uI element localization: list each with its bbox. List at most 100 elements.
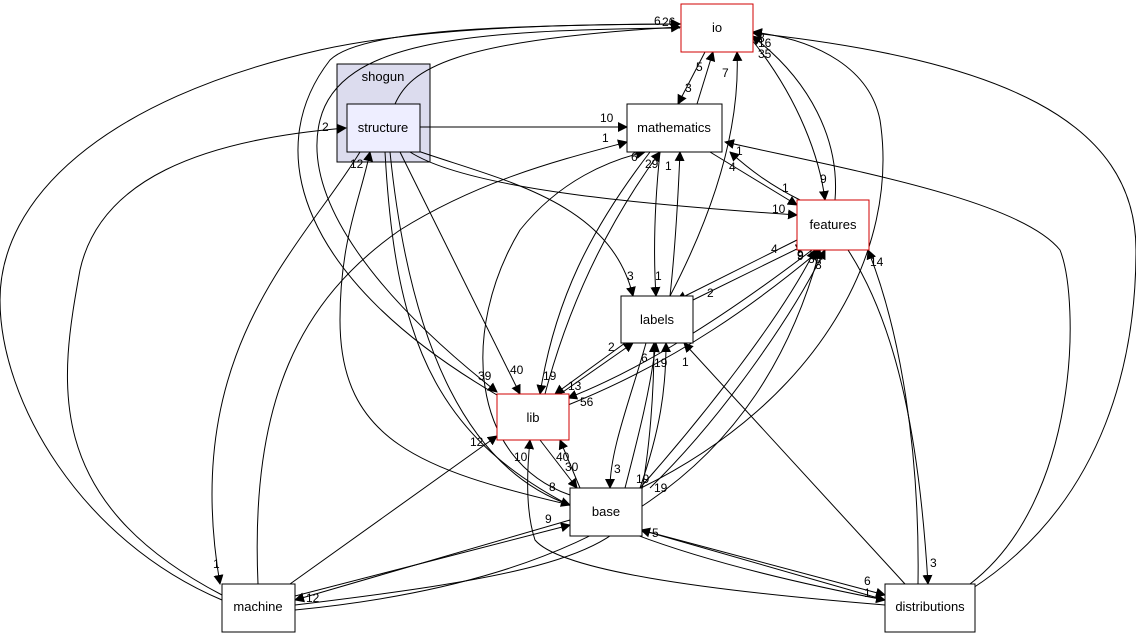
edge-structure-labels — [414, 149, 636, 297]
edge-label-lib-base: 30 — [565, 460, 579, 474]
edge-label-machine-features: 8 — [815, 258, 822, 272]
edge-machine-io — [0, 19, 681, 601]
edge-label-features-mathematics: 4 — [729, 160, 736, 174]
edge-base-io — [640, 28, 884, 489]
edge-label-lib-io: 35 — [758, 47, 772, 61]
edge-label-mathematics-labels: 1 — [655, 269, 662, 283]
node-base-label: base — [592, 504, 620, 519]
node-mathematics[interactable]: mathematics — [626, 103, 723, 153]
edge-label-distributions-labels: 1 — [682, 355, 689, 369]
edge-label-base-distributions: 6 — [864, 574, 871, 588]
edge-label-labels-features: 4 — [771, 242, 778, 256]
edge-label-base-structure: 12 — [350, 157, 364, 171]
edge-mathematics-lib — [536, 151, 651, 395]
edge-label-io-features: 9 — [820, 172, 827, 186]
edge-label-distributions-base: 5 — [652, 526, 659, 540]
node-features-label: features — [810, 217, 857, 232]
node-structure[interactable]: structure — [346, 103, 421, 153]
edge-label-features-lib: 56 — [580, 395, 594, 409]
edge-distributions-io — [752, 29, 1136, 591]
edge-label-distributions-io: 8 — [758, 31, 765, 45]
node-mathematics-label: mathematics — [637, 120, 711, 135]
edge-features-io — [751, 35, 837, 201]
edge-structure-machine — [211, 151, 361, 585]
edge-label-structure-machine: 1 — [213, 557, 220, 571]
edge-io-lib — [316, 27, 681, 393]
edge-label-machine-mathematics: 1 — [602, 131, 609, 145]
edge-base-labels2 — [639, 342, 671, 489]
edge-distributions-lib — [524, 439, 886, 606]
edge-io-mathematics — [677, 51, 706, 105]
edge-label-base-mathematics: 6 — [631, 150, 638, 164]
edge-structure-features — [409, 151, 798, 220]
edge-label-machine-structure: 2 — [322, 120, 329, 134]
edge-structure-lib — [399, 151, 521, 395]
node-features[interactable]: features — [796, 199, 870, 251]
node-distributions[interactable]: distributions — [884, 583, 976, 633]
edge-lib-labels — [559, 342, 634, 395]
edge-distributions-base — [640, 527, 886, 601]
node-base[interactable]: base — [569, 487, 643, 537]
edge-label-machine-labels: 19 — [654, 356, 668, 370]
edge-lib-mathematics — [544, 151, 661, 395]
edge-labels-features — [692, 244, 806, 301]
edge-label-structure-lib: 40 — [510, 363, 524, 377]
edge-machine-features — [294, 249, 823, 611]
edge-base-structure — [339, 151, 571, 506]
edge-machine-lib — [289, 435, 498, 585]
edge-labels: 26 10 10 3 40 8 1 2 12 35 29 36 2 5 1 3 … — [213, 14, 937, 605]
edge-label-base-machine: 12 — [306, 591, 320, 605]
edge-labels-io — [669, 51, 743, 297]
edge-label-machine-io: 6 — [654, 14, 661, 28]
edge-features-distributions — [847, 249, 933, 585]
node-lib[interactable]: lib — [496, 393, 570, 441]
edge-labels-base — [605, 342, 647, 489]
node-labels[interactable]: labels — [620, 295, 694, 344]
edge-label-io-lib: 39 — [478, 369, 492, 383]
edge-labels-mathematics — [669, 151, 685, 297]
edge-label-labels-base: 3 — [614, 462, 621, 476]
edge-label-structure-mathematics: 10 — [600, 111, 614, 125]
edge-label-io-mathematics: 3 — [685, 81, 692, 95]
edge-label-distributions-lib: 10 — [514, 450, 528, 464]
edge-features-mathematics — [729, 151, 801, 201]
nodes: structure io mathematics features labels… — [221, 3, 976, 633]
edge-label-base-labels: 6 — [641, 351, 648, 365]
edge-label-mathematics-features: 1 — [782, 181, 789, 195]
edge-label-base-features2: 19 — [636, 472, 650, 486]
edge-mathematics-labels — [650, 151, 661, 297]
edge-distributions-features — [866, 249, 919, 585]
edge-label-base-features: 9 — [797, 248, 804, 262]
edge-label-structure-distributions: 1 — [864, 586, 871, 600]
edge-lib-io — [297, 19, 681, 396]
edge-label-distributions-features: 14 — [870, 255, 884, 269]
edge-base-features2 — [649, 249, 826, 489]
edge-lib-base — [539, 439, 578, 489]
edge-distributions-labels — [683, 342, 906, 585]
edge-io-features — [751, 39, 829, 201]
edge-machine-base — [294, 522, 571, 597]
edge-features-labels — [676, 239, 798, 301]
edge-structure-io — [394, 22, 681, 105]
edge-base-distributions — [640, 529, 886, 598]
edge-label-lib-labels: 2 — [608, 340, 615, 354]
edge-label-mathematics-features2: 1 — [736, 144, 743, 158]
node-labels-label: labels — [640, 312, 674, 327]
edge-label-base-io: 16 — [758, 36, 772, 50]
edge-mathematics-io — [696, 51, 716, 105]
node-distributions-label: distributions — [895, 599, 965, 614]
edge-machine-labels — [294, 342, 659, 606]
edge-base-features — [639, 249, 816, 489]
edge-machine-mathematics — [256, 139, 628, 585]
edge-label-features-distributions: 3 — [930, 556, 937, 570]
node-io[interactable]: io — [680, 3, 754, 53]
edge-label-labels-io: 7 — [722, 66, 729, 80]
edges — [0, 19, 1136, 611]
node-structure-label: structure — [358, 120, 409, 135]
edge-base-mathematics — [482, 149, 646, 496]
edge-labels-lib — [554, 342, 626, 395]
node-machine[interactable]: machine — [221, 583, 296, 633]
edge-label-structure-io: 26 — [662, 15, 676, 29]
edge-label-lib-mathematics: 29 — [645, 157, 659, 171]
